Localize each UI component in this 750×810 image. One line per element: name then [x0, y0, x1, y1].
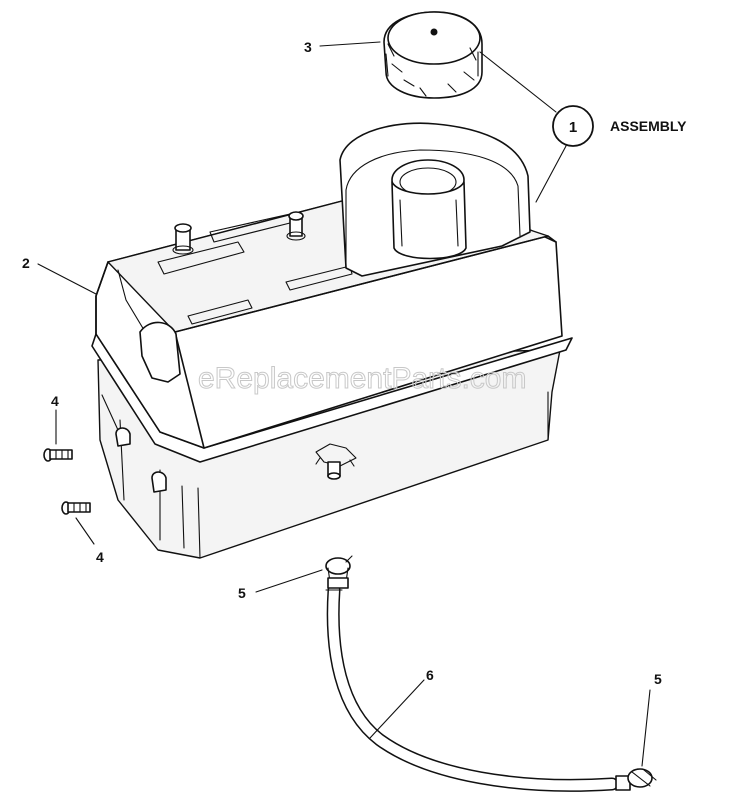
fuel-cap	[383, 11, 483, 99]
callout-6: 6	[426, 667, 434, 683]
callout-1-circle	[552, 105, 594, 147]
callout-5-upper: 5	[238, 585, 246, 601]
watermark: eReplacementParts.com	[198, 362, 526, 395]
callout-1-assembly-label: ASSEMBLY	[610, 118, 687, 134]
callout-5-lower: 5	[654, 671, 662, 687]
filler-neck	[339, 122, 531, 277]
hose-clamp-upper	[325, 555, 353, 589]
bolt-upper	[43, 448, 73, 462]
outlet-fitting	[315, 443, 357, 480]
callout-1: 1	[569, 119, 577, 136]
callout-2: 2	[22, 255, 30, 271]
vent-stud-left	[172, 223, 194, 255]
callout-4-lower: 4	[96, 549, 104, 565]
callout-3: 3	[304, 39, 312, 55]
vent-stud-right	[286, 211, 306, 241]
fuel-tank-body	[91, 122, 573, 559]
bolt-lower	[61, 501, 91, 515]
hose-clamp-lower	[615, 768, 657, 791]
leader-lines	[37, 41, 651, 767]
fuel-hose	[325, 583, 619, 792]
callout-4-upper: 4	[51, 393, 59, 409]
